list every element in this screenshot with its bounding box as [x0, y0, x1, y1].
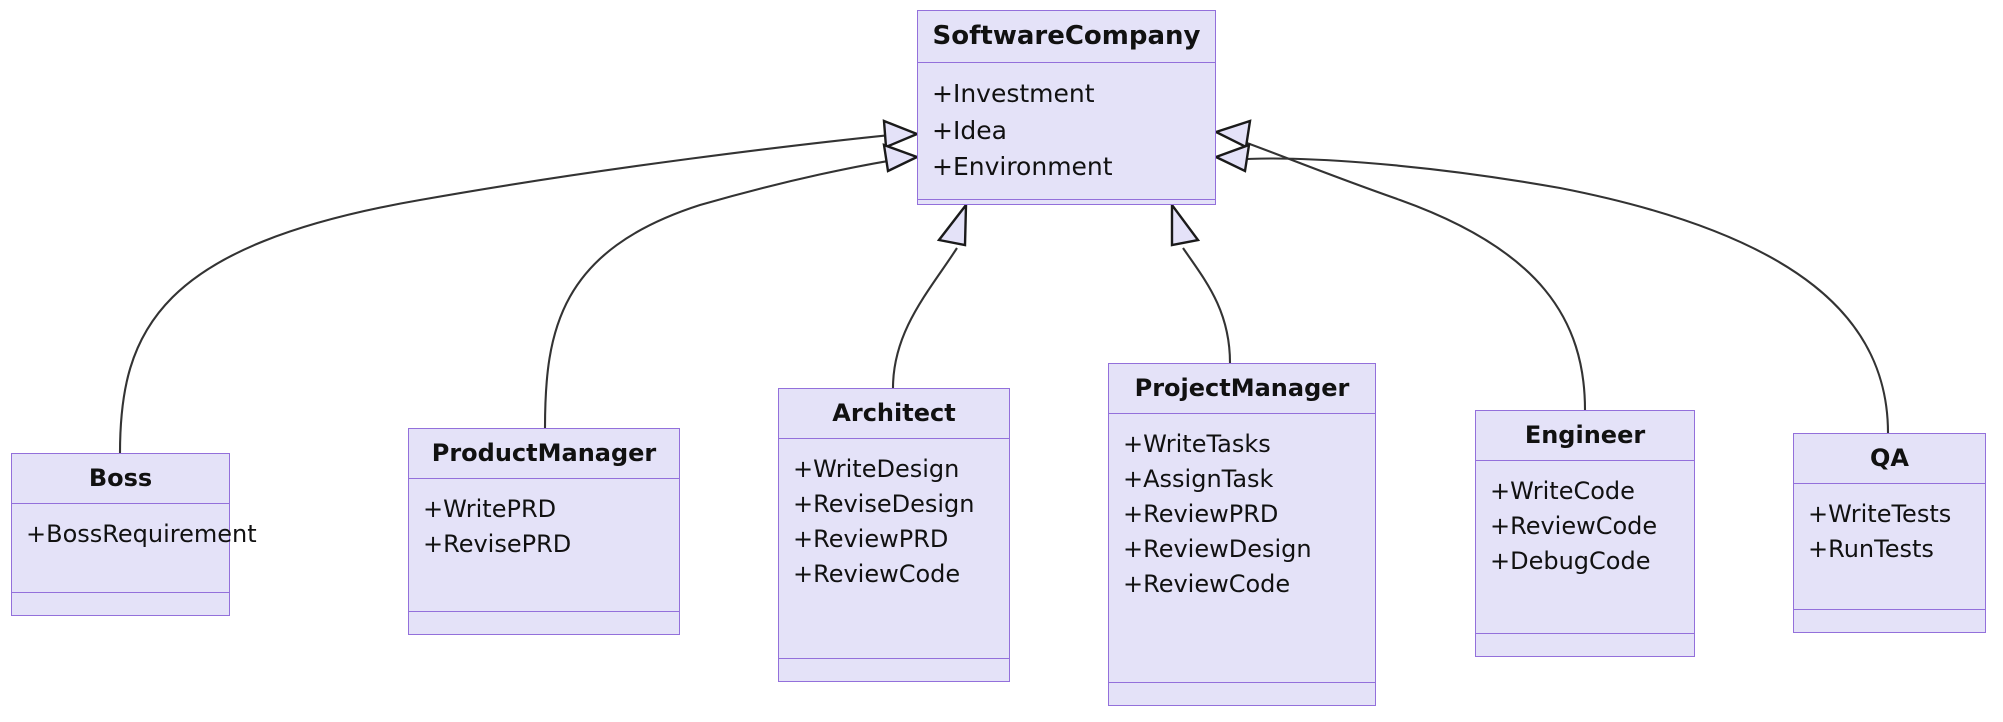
class-methods-engineer — [1476, 634, 1694, 656]
class-box-projectmanager[interactable]: ProjectManager +WriteTasks +AssignTask +… — [1108, 363, 1376, 706]
class-attribute: +Environment — [932, 152, 1113, 181]
class-attribute: +ReviewCode — [1490, 512, 1658, 541]
class-box-boss[interactable]: Boss +BossRequirement — [11, 453, 257, 616]
class-title-productmanager: ProductManager — [409, 429, 679, 479]
class-attribute: +ReviewPRD — [1123, 500, 1279, 529]
class-attribute: +WritePRD — [423, 495, 557, 523]
class-methods-architect — [779, 659, 1009, 681]
class-methods-boss — [12, 593, 229, 615]
class-box-architect[interactable]: Architect +WriteDesign +ReviseDesign +Re… — [778, 388, 1010, 682]
class-attributes-softwarecompany: +Investment +Idea +Environment — [918, 63, 1215, 200]
class-attribute: +DebugCode — [1490, 547, 1651, 576]
class-title-engineer: Engineer — [1476, 411, 1694, 461]
class-attribute: +WriteDesign — [793, 455, 960, 483]
class-attribute: +ReviewCode — [1123, 570, 1291, 599]
class-attribute: +ReviewDesign — [1123, 535, 1312, 564]
class-box-qa[interactable]: QA +WriteTests +RunTests — [1793, 433, 1986, 633]
class-title-boss: Boss — [12, 454, 229, 504]
class-attribute: +ReviseDesign — [793, 490, 975, 519]
class-attributes-architect: +WriteDesign +ReviseDesign +ReviewPRD +R… — [779, 439, 1009, 659]
class-title-qa: QA — [1794, 434, 1985, 484]
class-attribute: +ReviewPRD — [793, 525, 949, 554]
class-attribute: +RevisePRD — [423, 530, 572, 559]
class-attribute: +RunTests — [1808, 535, 1934, 564]
class-attributes-productmanager: +WritePRD +RevisePRD — [409, 479, 679, 612]
class-attribute: +BossRequirement — [26, 520, 257, 548]
class-attributes-qa: +WriteTests +RunTests — [1794, 484, 1985, 610]
class-box-softwarecompany[interactable]: SoftwareCompany +Investment +Idea +Envir… — [917, 10, 1216, 205]
class-attribute: +ReviewCode — [793, 560, 961, 589]
class-title-softwarecompany: SoftwareCompany — [918, 11, 1215, 63]
class-attribute: +WriteTasks — [1123, 430, 1271, 458]
class-methods-productmanager — [409, 612, 679, 634]
class-attribute: +Idea — [932, 115, 1007, 145]
class-methods-projectmanager — [1109, 683, 1375, 705]
class-attributes-projectmanager: +WriteTasks +AssignTask +ReviewPRD +Revi… — [1109, 414, 1375, 683]
class-methods-qa — [1794, 610, 1985, 632]
class-box-productmanager[interactable]: ProductManager +WritePRD +RevisePRD — [408, 428, 680, 635]
class-title-projectmanager: ProjectManager — [1109, 364, 1375, 414]
edge-projectmanager-to-softwarecompany — [1170, 201, 1232, 364]
class-methods-softwarecompany — [918, 200, 1215, 222]
class-box-engineer[interactable]: Engineer +WriteCode +ReviewCode +DebugCo… — [1475, 410, 1695, 657]
class-attributes-engineer: +WriteCode +ReviewCode +DebugCode — [1476, 461, 1694, 634]
class-attribute: +WriteTests — [1808, 500, 1952, 528]
edge-productmanager-to-softwarecompany — [543, 143, 921, 429]
edge-architect-to-softwarecompany — [891, 201, 968, 389]
class-attribute: +AssignTask — [1123, 465, 1274, 494]
class-attribute: +Investment — [932, 79, 1095, 108]
class-attribute: +WriteCode — [1490, 477, 1635, 505]
class-attributes-boss: +BossRequirement — [12, 504, 257, 593]
class-title-architect: Architect — [779, 389, 1009, 439]
